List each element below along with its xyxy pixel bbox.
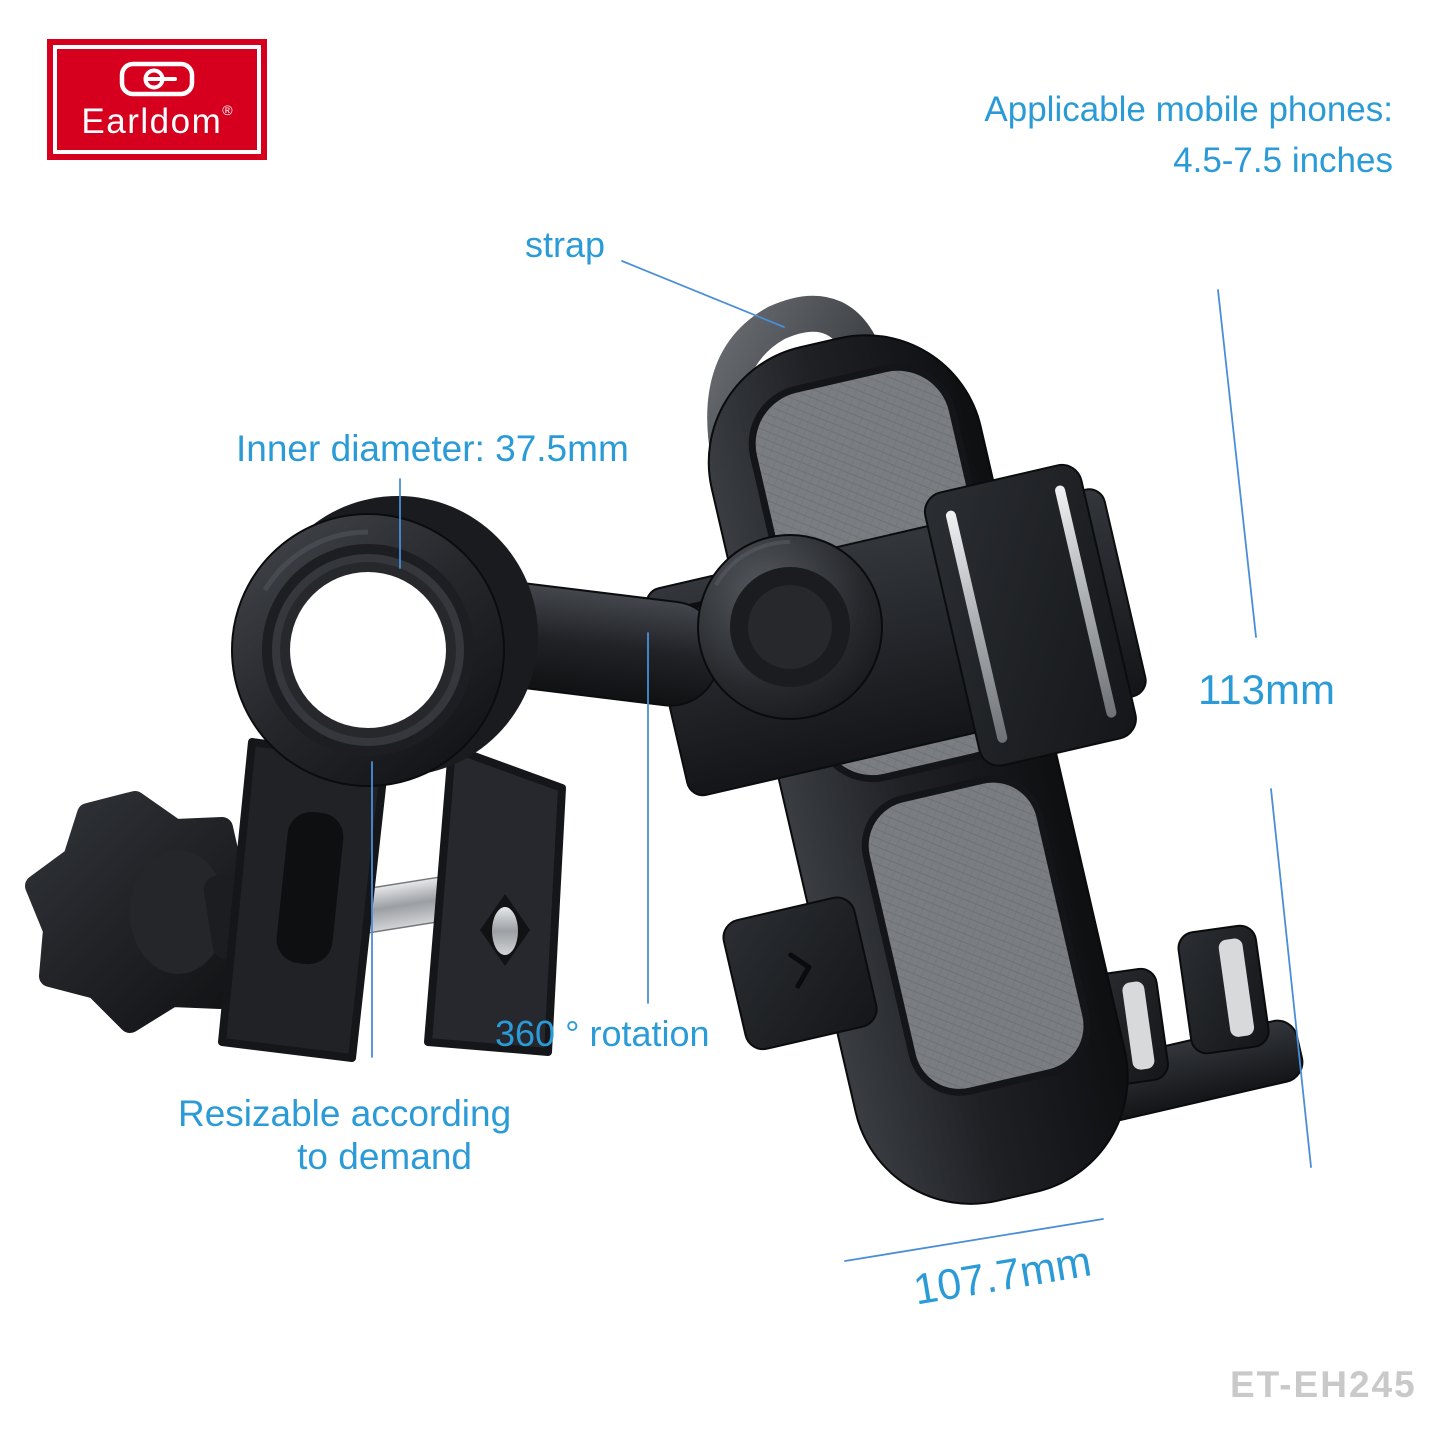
strap-callout: strap bbox=[525, 224, 606, 265]
width-dimension-line bbox=[844, 1218, 1104, 1262]
height-dimension-line-bottom bbox=[1270, 788, 1312, 1168]
applicable-phones-line1: Applicable mobile phones: bbox=[984, 90, 1393, 129]
earldom-logo: Earldom® bbox=[47, 39, 267, 160]
resizable-callout: Resizable according to demand bbox=[178, 1092, 512, 1178]
clamp-ring bbox=[231, 496, 538, 787]
jaw-arrow-icon bbox=[788, 952, 812, 989]
ball-joint-disc bbox=[697, 534, 883, 720]
clamp-bracket bbox=[218, 738, 566, 1062]
logo-wordmark: Earldom® bbox=[47, 102, 267, 142]
applicable-phones-line2: 4.5-7.5 inches bbox=[1173, 141, 1393, 180]
height-dimension-value: 113mm bbox=[1198, 666, 1335, 713]
inner-diameter-callout: Inner diameter: 37.5mm bbox=[236, 428, 629, 469]
clamp-ring-hole bbox=[290, 572, 446, 728]
resizable-callout-line1: Resizable according bbox=[178, 1093, 512, 1134]
logo-brand-text: Earldom bbox=[81, 102, 223, 141]
strap-leader-line bbox=[621, 260, 785, 328]
registered-mark: ® bbox=[222, 102, 233, 118]
height-dimension-line-top bbox=[1217, 289, 1257, 638]
model-number: ET-EH245 bbox=[1230, 1364, 1417, 1405]
earldom-e-icon bbox=[119, 61, 195, 97]
bottom-hook-right bbox=[1177, 924, 1270, 1055]
resizable-callout-line2: to demand bbox=[297, 1136, 472, 1177]
side-jaw-right bbox=[923, 463, 1137, 767]
side-jaw-left bbox=[722, 896, 878, 1051]
ring-clamp bbox=[25, 496, 566, 1062]
rotation-callout: 360 ° rotation bbox=[495, 1013, 710, 1054]
grip-pad-lower bbox=[861, 775, 1091, 1096]
applicable-phones-note: Applicable mobile phones: 4.5-7.5 inches bbox=[984, 84, 1393, 186]
phone-holder bbox=[645, 295, 1304, 1205]
